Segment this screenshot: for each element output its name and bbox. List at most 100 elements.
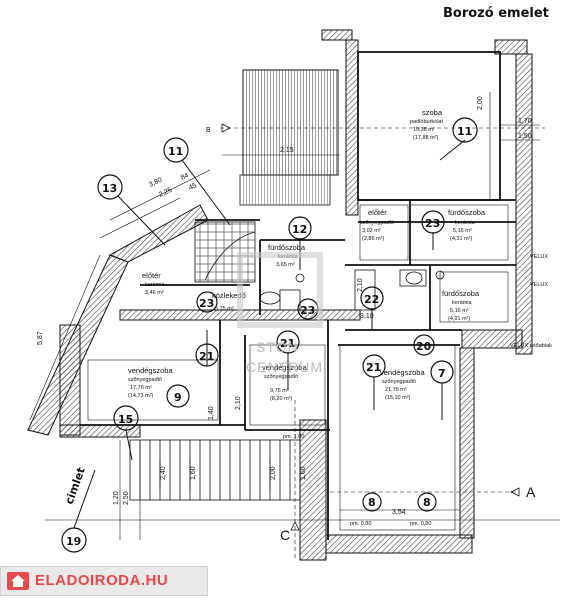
svg-text:2,15: 2,15	[280, 147, 294, 154]
room-furdo3: fürdőszoba kerámia 5,16 m² (4,91 m²)	[442, 289, 480, 322]
pm-labels: pm. 0,80 pm. 0,80 pm. 1,00	[283, 434, 431, 527]
room-eloter2: előtér kerámia 3,46 m²	[142, 271, 166, 296]
watermark: STON CENTRUM	[237, 252, 323, 375]
outer-walls	[27, 29, 533, 561]
stair-curve	[204, 231, 256, 281]
svg-text:szőnyegpadló: szőnyegpadló	[360, 220, 394, 226]
svg-text:2,10: 2,10	[357, 278, 364, 292]
svg-text:11: 11	[457, 125, 472, 138]
svg-text:19: 19	[66, 535, 81, 548]
page-title: Borozó emelet	[443, 6, 549, 21]
svg-text:1,20: 1,20	[113, 491, 120, 505]
svg-text:fürdőszoba: fürdőszoba	[268, 243, 306, 252]
svg-text:1,40: 1,40	[208, 406, 215, 420]
room-eloter: előtér szőnyegpadló 3,02 m² (2,86 m²)	[360, 208, 394, 242]
svg-text:STON: STON	[256, 339, 299, 355]
svg-text:VELUX: VELUX	[530, 254, 548, 260]
svg-text:előtér: előtér	[142, 271, 161, 280]
svg-text:VELUX: VELUX	[530, 282, 548, 288]
svg-text:C: C	[280, 527, 290, 543]
room-furdo1: fürdőszoba kerámia 5,16 m² (4,31 m²)	[448, 208, 486, 242]
svg-text:2,25: 2,25	[158, 187, 173, 199]
svg-text:19,38 m²: 19,38 m²	[413, 127, 435, 133]
svg-text:2,50: 2,50	[123, 491, 130, 505]
svg-text:84: 84	[180, 172, 190, 182]
svg-text:15: 15	[118, 413, 133, 426]
svg-text:kerámia: kerámia	[452, 300, 473, 306]
dimension-texts: 3,80 2,25 84 45 3,54 1,70 1,50 5,87 2,00…	[37, 96, 532, 516]
svg-text:17,76 m²: 17,76 m²	[130, 385, 152, 391]
svg-text:padlóburkolat: padlóburkolat	[410, 119, 443, 125]
svg-text:szőnyegpadló: szőnyegpadló	[128, 377, 162, 383]
svg-text:13: 13	[102, 182, 117, 195]
svg-text:szoba: szoba	[422, 108, 443, 117]
svg-text:3,02 m²: 3,02 m²	[362, 228, 381, 234]
svg-text:2,00: 2,00	[477, 96, 484, 110]
footer-bar: ELADOIRODA.HU	[0, 566, 208, 596]
svg-text:1,50: 1,50	[518, 133, 532, 140]
svg-text:1,60: 1,60	[190, 466, 197, 480]
svg-text:(2,86 m²): (2,86 m²)	[362, 236, 384, 242]
svg-text:(14,73 m²): (14,73 m²)	[128, 393, 154, 399]
svg-text:3,46 m²: 3,46 m²	[145, 290, 164, 296]
dimension-lines	[29, 92, 560, 540]
svg-text:szőnyegpadló: szőnyegpadló	[382, 379, 416, 385]
room-outlines	[87, 204, 509, 531]
room-kozlekedo: közlekedő 5,75 m²	[212, 291, 246, 312]
svg-text:vendégszoba: vendégszoba	[380, 368, 425, 377]
svg-text:(4,91 m²): (4,91 m²)	[448, 316, 470, 322]
svg-text:2,00: 2,00	[270, 466, 277, 480]
footer-brand: ELADOIRODA.HU	[35, 572, 169, 589]
section-mark-a: A	[330, 484, 536, 500]
svg-text:23: 23	[425, 217, 440, 230]
svg-text:22: 22	[364, 293, 379, 306]
svg-text:(15,10 m²): (15,10 m²)	[385, 395, 411, 401]
house-icon	[7, 572, 29, 590]
svg-text:8: 8	[368, 496, 376, 509]
svg-text:pm. 0,80: pm. 0,80	[350, 521, 371, 527]
svg-text:11: 11	[168, 145, 183, 158]
svg-text:45: 45	[188, 182, 198, 192]
svg-text:A: A	[526, 484, 536, 500]
svg-text:2,10: 2,10	[235, 396, 242, 410]
svg-text:8: 8	[423, 496, 431, 509]
svg-text:(17,88 m²): (17,88 m²)	[413, 135, 439, 141]
svg-text:23: 23	[199, 297, 214, 310]
svg-text:5,16 m²: 5,16 m²	[450, 308, 469, 314]
svg-text:3,54: 3,54	[392, 509, 406, 516]
terrace-lower-left	[239, 174, 331, 206]
svg-text:szőnyegpadló: szőnyegpadló	[264, 374, 298, 380]
svg-text:5,87: 5,87	[37, 331, 44, 345]
svg-text:3,65 m²: 3,65 m²	[276, 262, 295, 268]
svg-text:B: B	[206, 127, 211, 134]
svg-text:12: 12	[292, 223, 307, 236]
svg-text:előtér: előtér	[368, 208, 387, 217]
velux-labels: VELUX VELUX VELUX tetőablak	[510, 254, 552, 349]
svg-text:pm. 1,00: pm. 1,00	[283, 434, 304, 440]
svg-text:1,60: 1,60	[300, 466, 307, 480]
room-szoba: szoba padlóburkolat 19,38 m² (17,88 m²)	[410, 108, 443, 141]
room-vendeg3: vendégszoba szőnyegpadló 21,75 m² (15,10…	[380, 368, 425, 401]
svg-text:9,75 m²: 9,75 m²	[270, 388, 289, 394]
svg-text:7: 7	[438, 367, 446, 380]
svg-text:CENTRUM: CENTRUM	[246, 359, 323, 375]
svg-text:21: 21	[280, 337, 295, 350]
section-mark-c: C	[280, 400, 300, 560]
svg-text:közlekedő: közlekedő	[212, 291, 246, 300]
roof-terrace	[242, 69, 339, 176]
svg-text:2,40: 2,40	[160, 466, 167, 480]
svg-text:21,75 m²: 21,75 m²	[385, 387, 407, 393]
svg-text:kerámia: kerámia	[145, 282, 166, 288]
svg-text:5,75 m²: 5,75 m²	[215, 306, 234, 312]
svg-text:23: 23	[300, 304, 315, 317]
svg-text:pm. 0,80: pm. 0,80	[410, 521, 431, 527]
room-vendeg2: vendégszoba szőnyegpadló 9,75 m² (8,20 m…	[262, 363, 307, 402]
section-mark-b: B	[206, 123, 545, 134]
svg-text:VELUX tetőablak: VELUX tetőablak	[510, 343, 552, 349]
bathroom-fixtures	[259, 269, 445, 311]
svg-text:(8,20 m²): (8,20 m²)	[270, 396, 292, 402]
svg-text:1,70: 1,70	[518, 118, 532, 125]
room-vendeg1: vendégszoba szőnyegpadló 17,76 m² (14,73…	[128, 366, 173, 399]
svg-text:vendégszoba: vendégszoba	[262, 363, 307, 372]
